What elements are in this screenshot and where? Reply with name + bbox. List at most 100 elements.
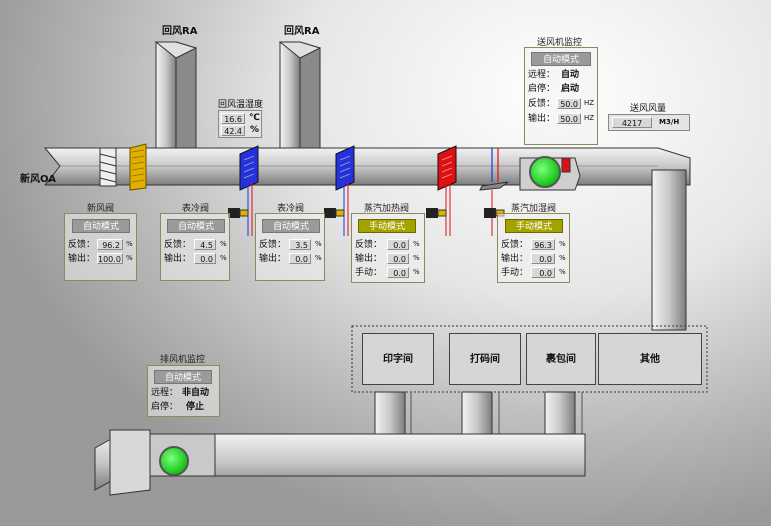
steam-heat-valve-output-unit: %: [413, 254, 420, 262]
cool-valve-2-feedback-label: 反馈：: [259, 240, 287, 250]
steam-hum-valve-title: 蒸汽加湿阀: [511, 204, 557, 214]
supply-fan-title: 送风机监控: [537, 38, 583, 48]
supply-fan-feedback-value: 50.0: [557, 98, 581, 109]
supply-fan-remote-value: 自动: [561, 70, 580, 80]
fresh-valve-feedback-label: 反馈：: [68, 240, 96, 250]
supply-fan-status-icon[interactable]: [529, 156, 561, 188]
steam-heat-valve-manual-input[interactable]: 0.0: [387, 267, 409, 278]
cool-valve-2-output-label: 输出：: [259, 254, 287, 264]
cool-valve-1-mode-button[interactable]: 自动模式: [167, 219, 225, 233]
fresh-valve-feedback-value: 96.2: [97, 239, 123, 250]
cool-valve-2-feedback-value: 3.5: [289, 239, 311, 250]
cool-valve-1-output-label: 输出：: [164, 254, 192, 264]
cool-valve-1-feedback-unit: %: [220, 240, 227, 248]
exhaust-fan-start-value: 停止: [186, 402, 205, 412]
heating-coil-icon: [437, 145, 457, 191]
steam-heat-valve-output-value: 0.0: [387, 253, 409, 264]
fresh-valve-title: 新风阀: [87, 204, 115, 214]
supply-volume-value: 4217: [612, 117, 652, 128]
exhaust-fan-remote-value: 非自动: [182, 388, 210, 398]
supply-air-volume-label: 送风风量: [630, 104, 667, 114]
fresh-air-louver-icon: [99, 147, 117, 187]
exhaust-fan-remote-label: 远程：: [151, 388, 179, 398]
cool-valve-2-actuator-icon[interactable]: [324, 182, 349, 236]
fresh-air-label: 新风OA: [20, 174, 56, 185]
supply-volume-panel: 4217 M3/H: [608, 114, 690, 131]
supply-fan-remote-label: 远程：: [528, 70, 556, 80]
cool-valve-2-mode-button[interactable]: 自动模式: [262, 219, 320, 233]
steam-hum-valve-mode-button[interactable]: 手动模式: [505, 219, 563, 233]
steam-heat-valve-output-label: 输出：: [355, 254, 383, 264]
steam-heat-valve-feedback-label: 反馈：: [355, 240, 383, 250]
exhaust-fan-start-label: 启停：: [151, 402, 179, 412]
steam-heat-valve-panel: 手动模式 反馈： 0.0 % 输出： 0.0 % 手动： 0.0 %: [351, 213, 425, 283]
steam-hum-valve-panel: 手动模式 反馈： 96.3 % 输出： 0.0 % 手动： 0.0 %: [497, 213, 570, 283]
exhaust-fan-panel: 自动模式 远程： 非自动 启停： 停止: [147, 365, 220, 417]
supply-fan-mode-button[interactable]: 自动模式: [531, 52, 591, 66]
exhaust-fan-mode-button[interactable]: 自动模式: [154, 370, 212, 384]
exhaust-fan-title: 排风机监控: [160, 355, 206, 365]
cooling-coil-2-icon: [335, 145, 355, 191]
steam-heat-valve-manual-label: 手动：: [355, 268, 383, 278]
fresh-valve-output-unit: %: [126, 254, 133, 262]
steam-hum-valve-manual-unit: %: [559, 268, 566, 276]
fresh-valve-output-value: 100.0: [97, 253, 123, 264]
cool-valve-1-output-value: 0.0: [194, 253, 216, 264]
fresh-valve-mode-button[interactable]: 自动模式: [72, 219, 130, 233]
fresh-valve-feedback-unit: %: [126, 240, 133, 248]
supply-fan-start-value: 启动: [561, 84, 580, 94]
return-hum-unit: %: [250, 125, 260, 135]
room-3-button[interactable]: 裹包间: [526, 333, 596, 385]
return-duct-2: [278, 41, 322, 151]
room-1-button[interactable]: 印字间: [362, 333, 434, 385]
cool-valve-2-title: 表冷阀: [277, 204, 305, 214]
exhaust-fan-status-icon[interactable]: [159, 446, 189, 476]
steam-hum-valve-feedback-label: 反馈：: [501, 240, 529, 250]
filter-icon: [129, 143, 147, 191]
supply-fan-start-label: 启停：: [528, 84, 556, 94]
cool-valve-1-actuator-icon[interactable]: [228, 182, 253, 236]
room-4-button[interactable]: 其他: [598, 333, 702, 385]
supply-fan-feedback-label: 反馈：: [528, 99, 556, 109]
steam-heat-valve-title: 蒸汽加热阀: [364, 204, 410, 214]
fresh-valve-output-label: 输出：: [68, 254, 96, 264]
cool-valve-1-title: 表冷阀: [182, 204, 210, 214]
supply-fan-output-unit: HZ: [584, 114, 595, 122]
cool-valve-1-panel: 自动模式 反馈： 4.5 % 输出： 0.0 %: [160, 213, 230, 281]
supply-fan-output-value: 50.0: [557, 113, 581, 124]
steam-hum-valve-manual-label: 手动：: [501, 268, 529, 278]
return-duct-1: [154, 41, 198, 151]
steam-hum-valve-output-unit: %: [559, 254, 566, 262]
steam-heat-valve-mode-button[interactable]: 手动模式: [358, 219, 416, 233]
cool-valve-1-feedback-label: 反馈：: [164, 240, 192, 250]
return-temp-hum-label: 回风温湿度: [218, 100, 264, 110]
steam-hum-valve-feedback-value: 96.3: [531, 239, 555, 250]
steam-heat-valve-manual-unit: %: [413, 268, 420, 276]
cool-valve-1-feedback-value: 4.5: [194, 239, 216, 250]
return-temp-unit: ℃: [249, 113, 260, 123]
room-2-button[interactable]: 打码间: [449, 333, 521, 385]
steam-hum-valve-feedback-unit: %: [559, 240, 566, 248]
cooling-coil-1-icon: [239, 145, 259, 191]
supply-fan-feedback-unit: HZ: [584, 99, 595, 107]
cool-valve-2-output-unit: %: [315, 254, 322, 262]
return-sensor-panel: 16.6 ℃ 42.4 %: [218, 110, 262, 138]
fresh-valve-panel: 自动模式 反馈： 96.2 % 输出： 100.0 %: [64, 213, 137, 281]
return-temp-value: 16.6: [221, 113, 245, 124]
exhaust-duct: [94, 429, 586, 496]
supply-fan-panel: 自动模式 远程： 自动 启停： 启动 反馈： 50.0 HZ 输出： 50.0 …: [524, 47, 598, 145]
steam-hum-valve-manual-input[interactable]: 0.0: [531, 267, 555, 278]
supply-volume-unit: M3/H: [659, 118, 680, 126]
steam-heat-valve-feedback-unit: %: [413, 240, 420, 248]
steam-hum-valve-output-value: 0.0: [531, 253, 555, 264]
humidifier-icon: [479, 148, 509, 191]
return-air-label-1: 回风RA: [162, 26, 198, 37]
return-hum-value: 42.4: [221, 125, 245, 136]
steam-heat-valve-actuator-icon[interactable]: [426, 182, 451, 236]
steam-hum-valve-output-label: 输出：: [501, 254, 529, 264]
supply-fan-output-label: 输出：: [528, 114, 556, 124]
room-group-frame: [351, 325, 708, 393]
cool-valve-2-feedback-unit: %: [315, 240, 322, 248]
return-air-label-2: 回风RA: [284, 26, 320, 37]
